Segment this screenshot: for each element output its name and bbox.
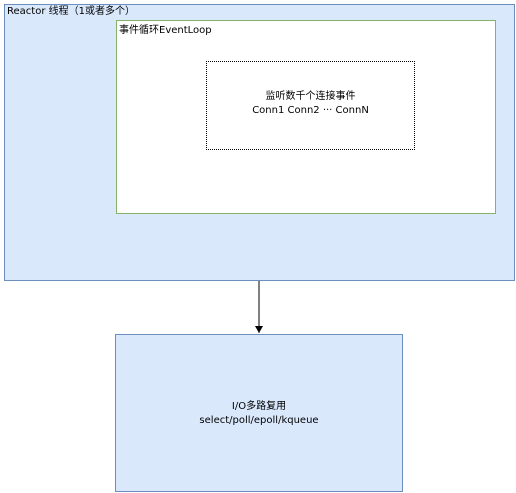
connection-list: Conn1 Conn2 ··· ConnN: [252, 105, 369, 116]
io-multiplexing-text: I/O多路复用 select/poll/epoll/kqueue: [116, 400, 402, 428]
event-loop-label: 事件循环EventLoop: [119, 25, 212, 36]
io-multiplexing-title: I/O多路复用: [231, 401, 287, 412]
io-multiplexing-apis: select/poll/epoll/kqueue: [199, 415, 319, 426]
reactor-thread-label: Reactor 线程（1或者多个）: [7, 6, 135, 17]
connection-listener-title: 监听数千个连接事件: [265, 91, 356, 102]
connection-listener-box: 监听数千个连接事件 Conn1 Conn2 ··· ConnN: [206, 61, 415, 150]
connection-listener-text: 监听数千个连接事件 Conn1 Conn2 ··· ConnN: [207, 90, 414, 118]
arrow-head-icon: [255, 326, 263, 333]
io-multiplexing-box: I/O多路复用 select/poll/epoll/kqueue: [115, 334, 403, 492]
